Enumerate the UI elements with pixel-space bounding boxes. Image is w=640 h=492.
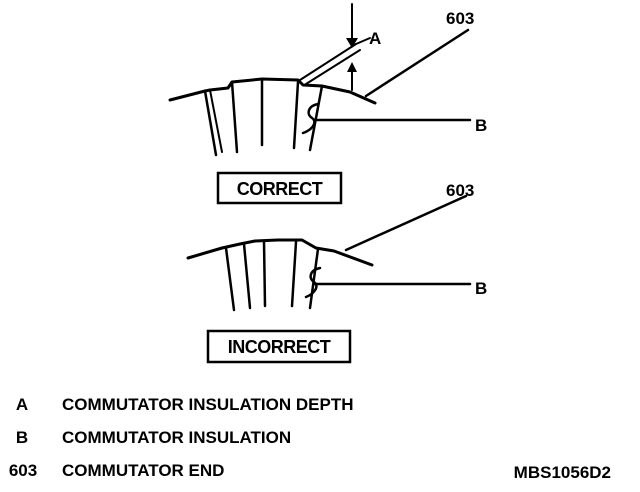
legend-key-b: B — [16, 428, 28, 447]
top-b-callout: B — [475, 116, 487, 135]
bottom-603-callout: 603 — [446, 181, 474, 200]
legend: A COMMUTATOR INSULATION DEPTH B COMMUTAT… — [9, 395, 354, 480]
correct-label: CORRECT — [237, 179, 323, 199]
correct-commutator-drawing — [168, 3, 472, 157]
top-603-callout: 603 — [446, 9, 474, 28]
bottom-b-callout: B — [475, 279, 487, 298]
incorrect-label: INCORRECT — [228, 337, 331, 357]
legend-text-b: COMMUTATOR INSULATION — [62, 428, 291, 447]
legend-text-603: COMMUTATOR END — [62, 461, 224, 480]
legend-key-603: 603 — [9, 461, 37, 480]
a-callout: A — [369, 29, 381, 48]
incorrect-box — [206, 329, 352, 364]
correct-box — [216, 171, 343, 205]
legend-text-a: COMMUTATOR INSULATION DEPTH — [62, 395, 354, 414]
figure-code: MBS1056D2 — [514, 463, 611, 482]
incorrect-commutator-drawing — [186, 194, 472, 312]
legend-key-a: A — [16, 395, 28, 414]
